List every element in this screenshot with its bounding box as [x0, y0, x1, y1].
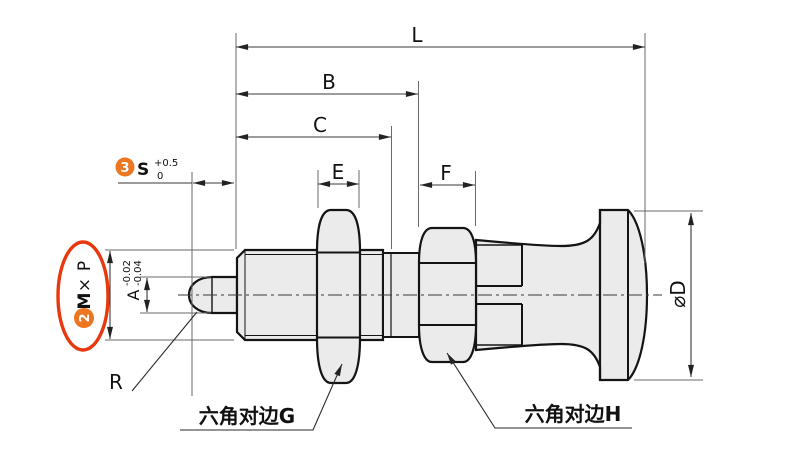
thread-m: M — [75, 293, 95, 310]
plunger-part — [178, 208, 662, 385]
hex-callouts: 六角对边G 六角对边H — [199, 402, 622, 428]
callout-hex-g: 六角对边G — [199, 404, 295, 428]
extension-lines — [105, 33, 703, 396]
red-highlight-ellipse — [56, 240, 110, 352]
leader-lines — [131, 311, 632, 431]
s-dimension-label: 3 S +0.5 0 — [115, 157, 178, 182]
badge-3: 3 — [120, 161, 129, 176]
leader-hex-h — [446, 352, 632, 429]
thread-times: × — [75, 278, 95, 292]
label-C: C — [313, 113, 327, 137]
callout-hex-h: 六角对边H — [525, 402, 622, 426]
knob-slot — [477, 244, 523, 346]
dimension-lines — [107, 44, 694, 377]
a-tol-upper: -0.02 — [122, 260, 133, 286]
badge-3-circle — [115, 157, 135, 177]
hex-nut-g — [315, 208, 362, 385]
s-tol-lower: 0 — [157, 171, 163, 182]
label-F: F — [440, 161, 452, 185]
label-B: B — [322, 70, 336, 94]
badge-2: 2 — [78, 313, 93, 322]
badge-2-circle — [74, 308, 94, 328]
label-phi-d: ⌀D — [666, 280, 690, 307]
leader-r — [131, 311, 198, 392]
dimension-labels: L B C E F R — [109, 23, 452, 394]
a-dimension-label: A -0.02 -0.04 — [122, 260, 144, 300]
label-E: E — [332, 160, 345, 184]
label-R: R — [109, 370, 123, 394]
label-S: S — [137, 160, 149, 180]
a-tol-lower: -0.04 — [133, 260, 144, 286]
s-tol-upper: +0.5 — [154, 158, 178, 169]
label-A: A — [124, 289, 143, 300]
thread-spec-label: 2 M × P — [56, 240, 110, 352]
label-L: L — [411, 23, 423, 47]
leader-hex-g — [180, 363, 343, 431]
thread-p: P — [75, 261, 95, 271]
